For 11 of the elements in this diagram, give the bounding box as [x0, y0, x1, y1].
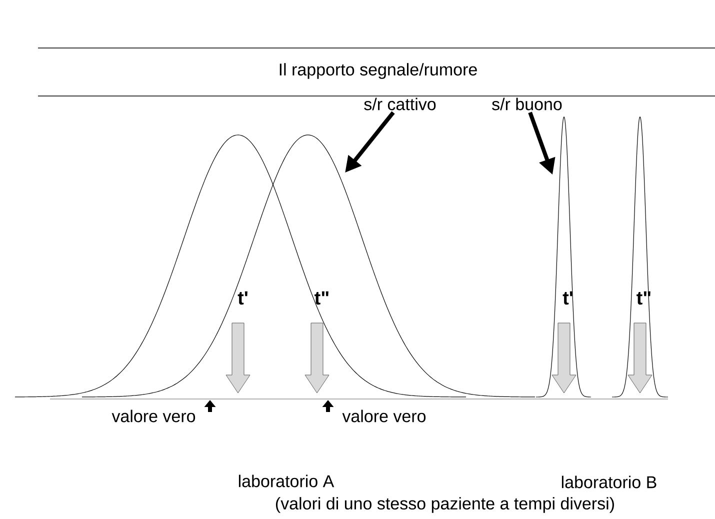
note: (valori di uno stesso paziente a tempi diversi) [276, 497, 614, 513]
peak-curve [536, 116, 592, 398]
lab-label: laboratorio B [562, 476, 656, 488]
lab-label: laboratorio A [238, 474, 334, 488]
curve-label: s/r cattivo [364, 98, 436, 110]
time-label: t' [562, 291, 572, 305]
title: Il rapporto segnale/rumore [280, 63, 477, 79]
curve-label: s/r buono [492, 98, 562, 110]
time-label: t' [238, 291, 248, 305]
bell-curve [82, 134, 536, 398]
time-label: t" [314, 291, 328, 305]
